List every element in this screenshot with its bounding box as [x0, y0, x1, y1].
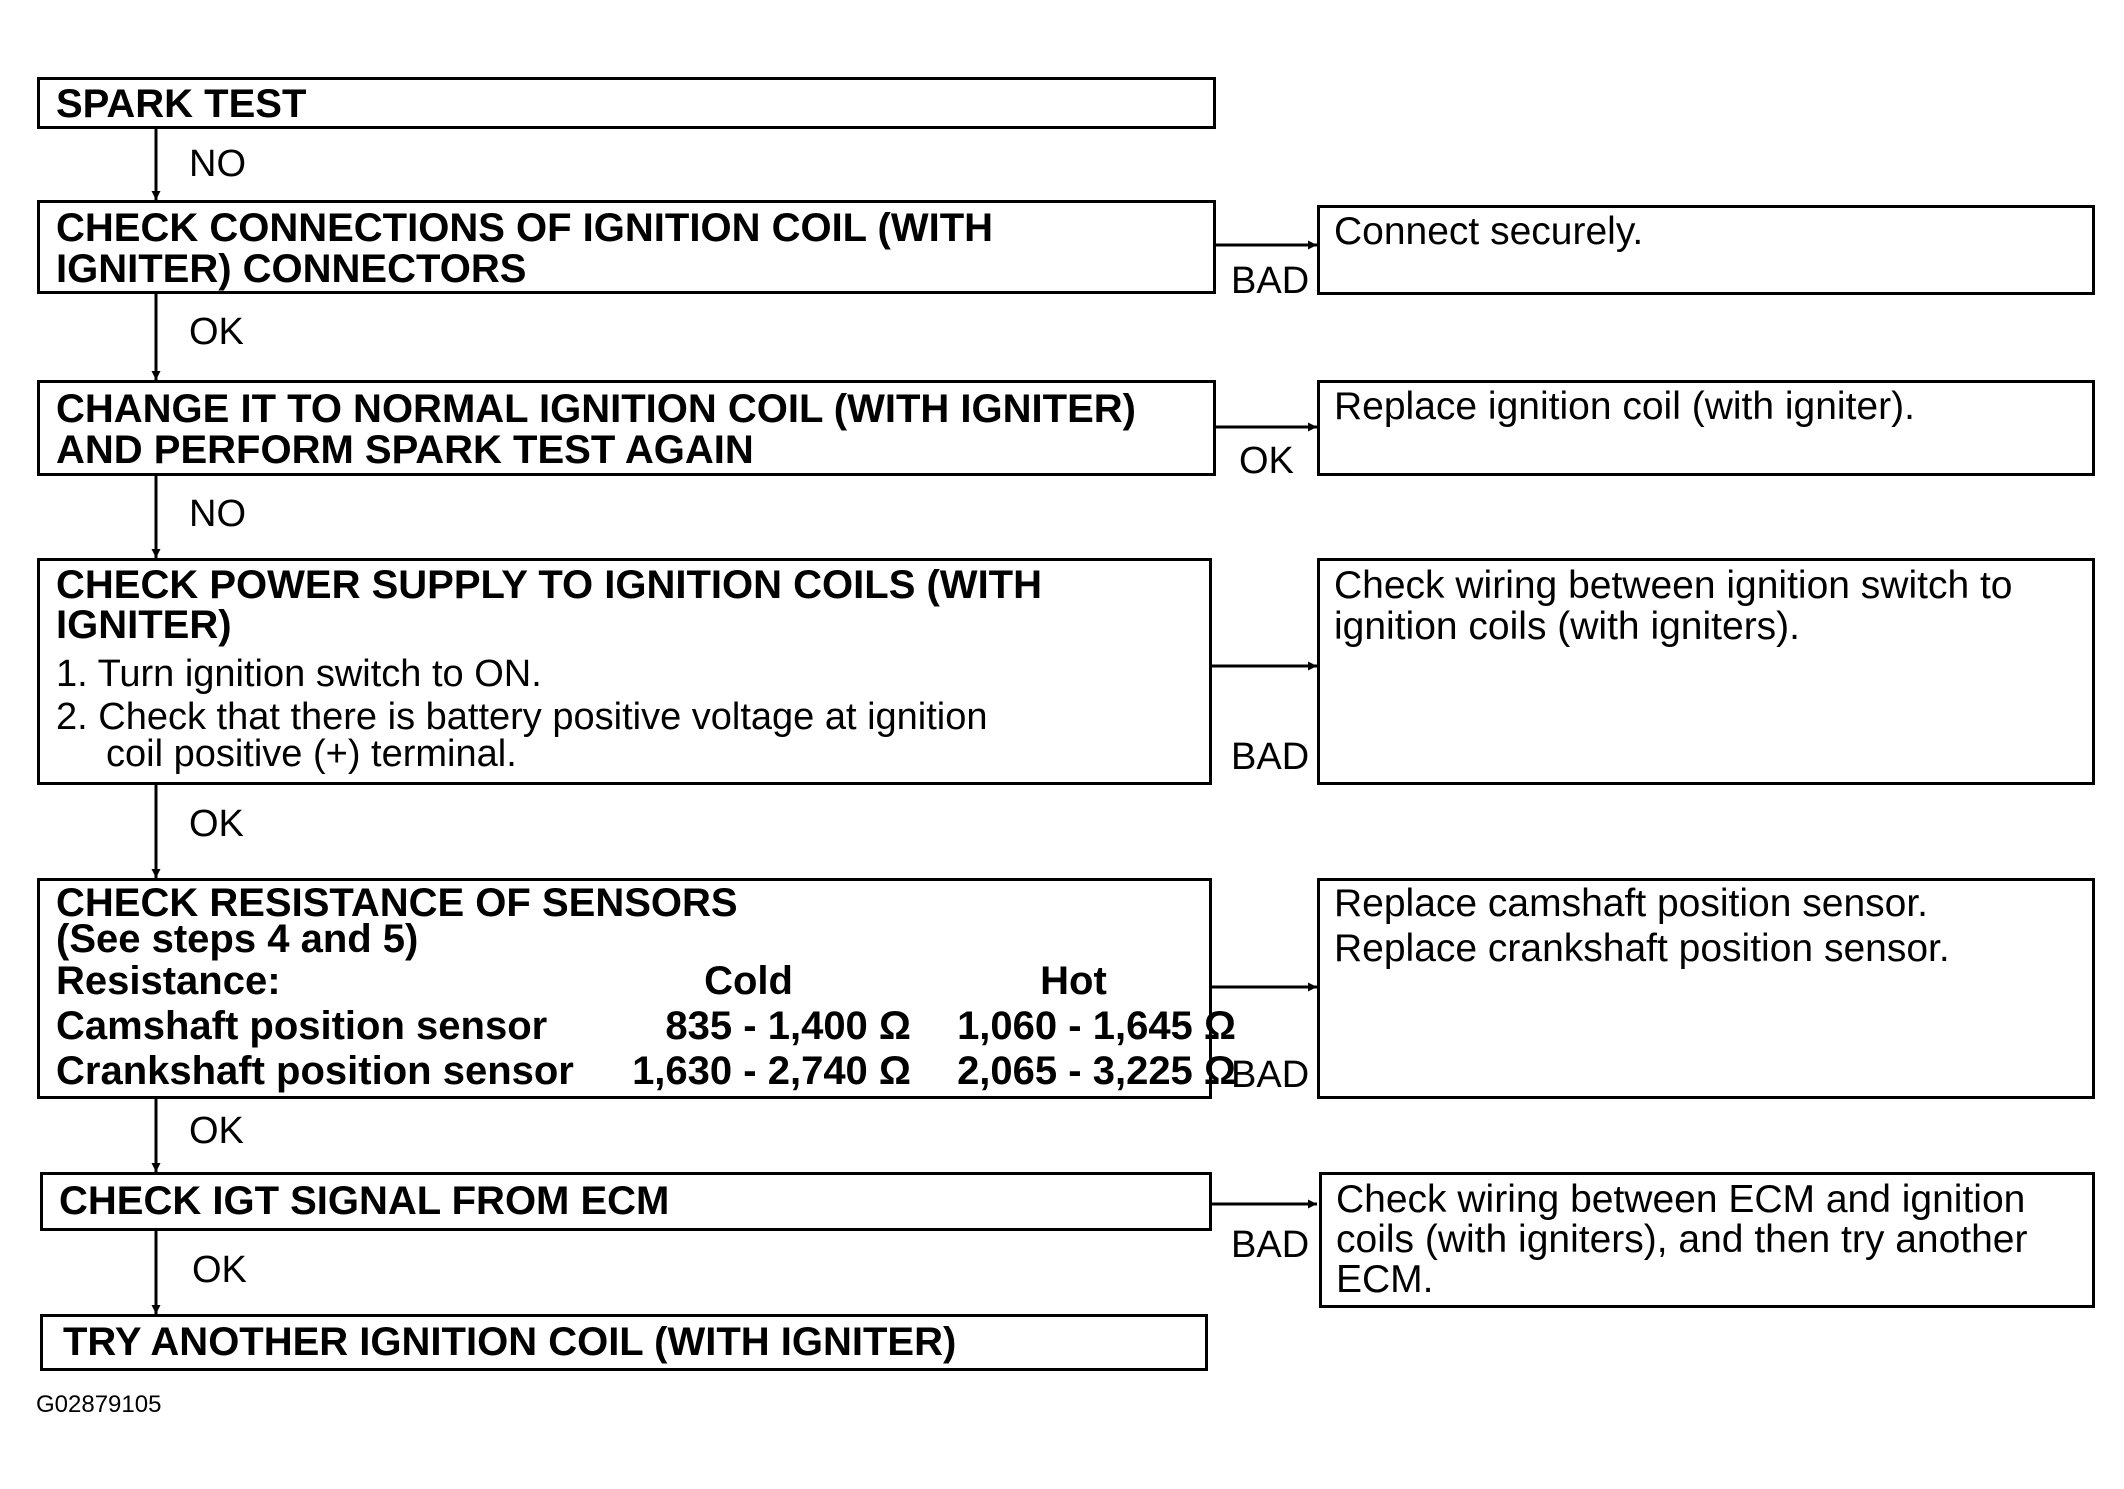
hot-header: Hot [1040, 959, 1107, 1003]
response-check-wiring-switch-line-2: ignition coils (with igniters). [1334, 605, 1801, 648]
down-label-ok-3: OK [189, 1110, 244, 1152]
step-check-resistance-title-1: CHECK RESISTANCE OF SENSORS [56, 881, 738, 925]
step-check-igt-title: CHECK IGT SIGNAL FROM ECM [59, 1179, 670, 1223]
side-label-bad-2: BAD [1231, 736, 1310, 778]
step-check-power-title-2: IGNITER) [56, 603, 232, 647]
side-label-ok-1: OK [1239, 440, 1294, 482]
response-check-wiring-switch: Check wiring between ignition switch to … [1317, 558, 2095, 785]
step-check-igt: CHECK IGT SIGNAL FROM ECM [40, 1172, 1212, 1231]
response-check-wiring-switch-line-1: Check wiring between ignition switch to [1334, 564, 2013, 607]
down-label-ok-2: OK [189, 803, 244, 845]
resistance-label: Resistance: [56, 959, 281, 1003]
down-label-ok-1: OK [189, 311, 244, 353]
response-replace-sensors: Replace camshaft position sensor. Replac… [1317, 878, 2095, 1099]
step-spark-test: SPARK TEST [37, 77, 1216, 129]
sensor-name: Crankshaft position sensor [56, 1049, 574, 1093]
step-change-coil-line-2: AND PERFORM SPARK TEST AGAIN [56, 428, 754, 472]
step-check-power-title-1: CHECK POWER SUPPLY TO IGNITION COILS (WI… [56, 563, 1042, 607]
resistance-header-row: Resistance: Cold Hot [56, 959, 1236, 1004]
response-check-wiring-ecm-line-3: ECM. [1336, 1258, 1434, 1301]
response-connect-text: Connect securely. [1334, 210, 1644, 253]
step-check-power-item-1: 1. Turn ignition switch to ON. [56, 653, 542, 695]
sensor-name: Camshaft position sensor [56, 1004, 548, 1048]
hot-range: 2,065 - 3,225 Ω [957, 1049, 1236, 1093]
step-try-another-title: TRY ANOTHER IGNITION COIL (WITH IGNITER) [63, 1320, 957, 1364]
response-connect: Connect securely. [1317, 205, 2095, 295]
step-spark-test-title: SPARK TEST [56, 82, 307, 126]
side-label-bad-3: BAD [1231, 1054, 1310, 1096]
side-label-bad-1: BAD [1231, 260, 1310, 302]
step-check-power-item-2-cont: coil positive (+) terminal. [106, 733, 517, 775]
cold-range: 1,630 - 2,740 Ω [632, 1049, 911, 1093]
resistance-row-crankshaft: Crankshaft position sensor 1,630 - 2,740… [56, 1049, 1236, 1094]
down-label-ok-4: OK [192, 1249, 247, 1291]
response-check-wiring-ecm: Check wiring between ECM and ignition co… [1319, 1172, 2095, 1308]
resistance-row-camshaft: Camshaft position sensor 835 - 1,400 Ω 1… [56, 1004, 1236, 1049]
response-check-wiring-ecm-line-1: Check wiring between ECM and ignition [1336, 1178, 2026, 1221]
step-check-connections-line-2: IGNITER) CONNECTORS [56, 247, 527, 291]
cold-range: 835 - 1,400 Ω [665, 1004, 911, 1048]
step-check-connections-line-1: CHECK CONNECTIONS OF IGNITION COIL (WITH [56, 206, 994, 250]
step-check-connections: CHECK CONNECTIONS OF IGNITION COIL (WITH… [37, 200, 1216, 294]
response-replace-sensors-line-2: Replace crankshaft position sensor. [1334, 927, 1950, 970]
response-check-wiring-ecm-line-2: coils (with igniters), and then try anot… [1336, 1218, 2028, 1261]
hot-range: 1,060 - 1,645 Ω [957, 1004, 1236, 1048]
response-replace-sensors-line-1: Replace camshaft position sensor. [1334, 882, 1928, 925]
side-label-bad-4: BAD [1231, 1224, 1310, 1266]
step-check-power: CHECK POWER SUPPLY TO IGNITION COILS (WI… [37, 558, 1212, 785]
step-check-resistance: CHECK RESISTANCE OF SENSORS (See steps 4… [37, 878, 1236, 1099]
figure-id: G02879105 [36, 1391, 162, 1418]
step-change-coil: CHANGE IT TO NORMAL IGNITION COIL (WITH … [37, 380, 1216, 476]
step-try-another: TRY ANOTHER IGNITION COIL (WITH IGNITER) [40, 1314, 1208, 1371]
resistance-table: Resistance: Cold Hot Camshaft position s… [56, 959, 1236, 1094]
response-replace-coil-text: Replace ignition coil (with igniter). [1334, 385, 1915, 428]
down-label-no-1: NO [189, 143, 246, 185]
step-check-resistance-title-2: (See steps 4 and 5) [56, 917, 419, 961]
cold-header: Cold [704, 959, 793, 1003]
response-replace-coil: Replace ignition coil (with igniter). [1317, 380, 2095, 476]
down-label-no-2: NO [189, 493, 246, 535]
step-check-power-item-2: 2. Check that there is battery positive … [56, 696, 988, 738]
step-change-coil-line-1: CHANGE IT TO NORMAL IGNITION COIL (WITH … [56, 387, 1136, 431]
